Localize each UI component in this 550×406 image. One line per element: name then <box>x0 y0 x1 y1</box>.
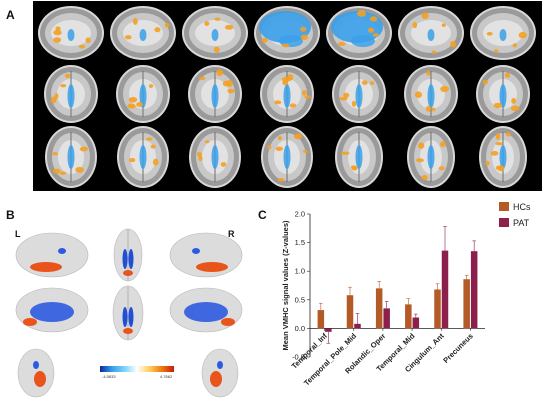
panel-a-label: A <box>6 8 15 22</box>
legend-label: HCs <box>513 202 531 212</box>
bar <box>412 317 420 329</box>
brain-surface <box>17 348 55 398</box>
bar <box>470 251 478 329</box>
brain-surface <box>112 285 144 341</box>
legend-label: PAT <box>513 218 530 228</box>
brain-slice <box>38 6 104 60</box>
brain-slice <box>116 65 170 123</box>
y-tick-label: 1.0 <box>295 267 305 276</box>
brain-surface <box>15 287 89 333</box>
bar <box>434 289 441 329</box>
brain-slice <box>110 6 176 60</box>
bar <box>383 308 390 329</box>
brain-slice <box>260 65 314 123</box>
panel-c-label: C <box>258 208 267 222</box>
brain-slice <box>326 6 392 60</box>
brain-slice <box>182 6 248 60</box>
x-tick-label: Precuneus <box>441 331 474 364</box>
brain-slice <box>332 65 386 123</box>
colorbar <box>100 366 174 372</box>
y-tick-label: 1.5 <box>295 238 305 247</box>
left-hemisphere-label: L <box>15 229 21 239</box>
brain-surface <box>169 232 243 278</box>
brain-slice <box>398 6 464 60</box>
brain-slice <box>479 126 527 188</box>
brain-slice <box>188 65 242 123</box>
y-tick-label: 0.0 <box>295 324 305 333</box>
brain-slice <box>470 6 536 60</box>
brain-slice <box>45 126 97 188</box>
brain-surface-renderings <box>15 228 243 398</box>
y-tick-label: 0.5 <box>295 295 305 304</box>
colorbar-max-label: 4.7662 <box>160 374 173 379</box>
brain-surface <box>169 287 243 333</box>
brain-slice <box>476 65 530 123</box>
colorbar-min-label: -4.5833 <box>102 374 116 379</box>
bar <box>325 328 332 332</box>
brain-slice <box>189 126 241 188</box>
brain-slice <box>407 126 455 188</box>
bar <box>354 323 361 329</box>
legend-swatch <box>499 218 509 227</box>
brain-slice <box>117 126 169 188</box>
brain-slice <box>254 6 320 60</box>
y-tick-label: -0.5 <box>292 353 305 362</box>
brain-slice <box>335 126 383 188</box>
panel-b-label: B <box>6 208 15 222</box>
right-hemisphere-label: R <box>228 229 235 239</box>
bar <box>317 310 325 329</box>
bar <box>463 279 470 329</box>
bar <box>375 288 383 329</box>
brain-surface <box>113 228 143 282</box>
y-axis-label: Mean VMHC signal values (Z-values) <box>281 220 290 351</box>
brain-slice <box>44 65 98 123</box>
brain-slices-grid <box>33 1 542 191</box>
brain-slice <box>404 65 458 123</box>
brain-slice <box>261 126 313 188</box>
bar <box>441 250 449 329</box>
brain-surface <box>201 348 239 398</box>
brain-surface-panel: L R -4.5833 4.7662 <box>10 225 245 400</box>
bar <box>346 295 354 329</box>
x-tick-label: Temporal_Pole_Mid <box>302 331 358 387</box>
bar <box>405 304 412 329</box>
brain-surface <box>15 232 89 278</box>
y-tick-label: 2.0 <box>295 210 305 219</box>
legend-swatch <box>499 202 509 211</box>
